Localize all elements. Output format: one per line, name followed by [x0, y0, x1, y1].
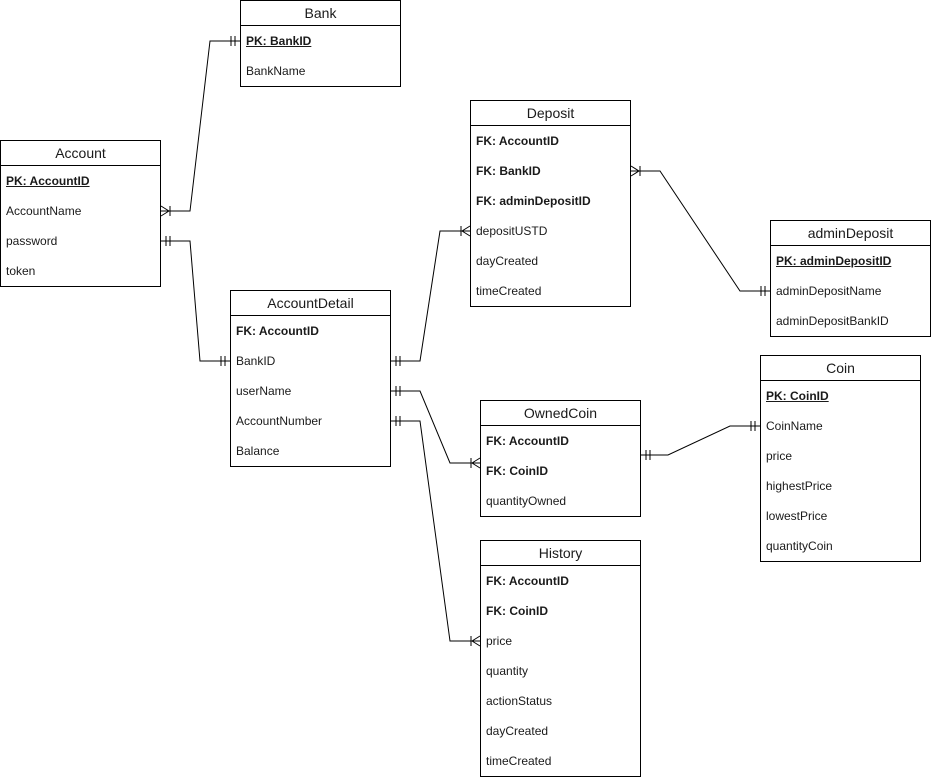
- field-price: price: [486, 634, 513, 648]
- field-list: FK: AccountID FK: CoinID quantityOwned: [481, 426, 640, 516]
- entity-history[interactable]: History FK: AccountID FK: CoinID price quan…: [480, 540, 641, 777]
- field-list: PK: adminDepositID adminDepositName adminD…: [771, 246, 930, 336]
- accountdetail-deposit-to-end-crow1: [461, 225, 471, 232]
- entity-title: AccountDetail: [231, 291, 390, 316]
- entity-title: Account: [1, 141, 160, 166]
- connector-accountdetail-history: [391, 420, 480, 642]
- accountdetail-ownedcoin-to-end-crow1: [471, 457, 481, 464]
- field-quantitycoin: quantityCoin: [766, 539, 833, 553]
- field-actionstatus: actionStatus: [486, 694, 553, 708]
- field-coinname: CoinName: [766, 419, 823, 433]
- entity-title: Coin: [761, 356, 920, 381]
- field-timecreated: timeCreated: [486, 754, 552, 768]
- field-admindepositid: FK: adminDepositID: [476, 194, 591, 208]
- entity-title: Deposit: [471, 101, 630, 126]
- field-timecreated: timeCreated: [476, 284, 542, 298]
- field-coinid: FK: CoinID: [486, 464, 548, 478]
- field-accountid: FK: AccountID: [486, 434, 569, 448]
- connector-account-bank: [161, 40, 240, 212]
- entity-owned-coin[interactable]: OwnedCoin FK: AccountID FK: CoinID quantit…: [480, 400, 641, 517]
- deposit-admindeposit-from-end-crow2: [630, 170, 640, 177]
- account-bank-from-end-crow1: [160, 205, 170, 212]
- entity-account[interactable]: Account PK: AccountID AccountName password…: [0, 140, 161, 287]
- field-depositustd: depositUSTD: [476, 224, 548, 238]
- accountdetail-ownedcoin-to-end-crow2: [471, 462, 481, 469]
- accountdetail-history-to-end-crow2: [471, 640, 481, 647]
- field-bankid: FK: BankID: [476, 164, 541, 178]
- deposit-admindeposit-from-end-crow1: [630, 165, 640, 172]
- entity-title: OwnedCoin: [481, 401, 640, 426]
- field-admindepositname: adminDepositName: [776, 284, 882, 298]
- field-list: PK: AccountID AccountName password token: [1, 166, 160, 286]
- field-accountnumber: AccountNumber: [236, 414, 323, 428]
- entity-account-detail[interactable]: AccountDetail FK: AccountID BankID userNam…: [230, 290, 391, 467]
- entity-title: Bank: [241, 1, 400, 26]
- entity-title: adminDeposit: [771, 221, 930, 246]
- accountdetail-history-to-end-crow1: [471, 635, 481, 642]
- field-admindepositbankid: adminDepositBankID: [776, 314, 889, 328]
- entity-coin[interactable]: Coin PK: CoinID CoinName price highestPrice…: [760, 355, 921, 562]
- field-bankname: BankName: [246, 64, 306, 78]
- connector-accountdetail-deposit: [391, 230, 470, 362]
- field-list: PK: CoinID CoinName price highestPrice lowes…: [761, 381, 920, 561]
- field-daycreated: dayCreated: [486, 724, 549, 738]
- field-coinid: PK: CoinID: [766, 389, 829, 403]
- field-highestprice: highestPrice: [766, 479, 833, 493]
- field-lowestprice: lowestPrice: [766, 509, 828, 523]
- field-daycreated: dayCreated: [476, 254, 539, 268]
- field-token: token: [6, 264, 36, 278]
- entity-bank[interactable]: Bank PK: BankID BankName: [240, 0, 401, 87]
- field-accountname: AccountName: [6, 204, 82, 218]
- field-bankid: BankID: [236, 354, 276, 368]
- field-quantityowned: quantityOwned: [486, 494, 567, 508]
- field-accountid: PK: AccountID: [6, 174, 90, 188]
- field-coinid: FK: CoinID: [486, 604, 548, 618]
- field-accountid: FK: AccountID: [486, 574, 569, 588]
- field-list: FK: AccountID FK: BankID FK: adminDepositI…: [471, 126, 630, 306]
- field-price: price: [766, 449, 793, 463]
- connector-deposit-admindeposit: [631, 170, 770, 292]
- account-bank-from-end-crow2: [160, 210, 170, 217]
- field-accountid: FK: AccountID: [476, 134, 559, 148]
- field-username: userName: [236, 384, 292, 398]
- field-accountid: FK: AccountID: [236, 324, 319, 338]
- accountdetail-deposit-to-end-crow2: [461, 230, 471, 237]
- field-admindepositid: PK: adminDepositID: [776, 254, 892, 268]
- entity-title: History: [481, 541, 640, 566]
- field-bankid: PK: BankID: [246, 34, 312, 48]
- entity-deposit[interactable]: Deposit FK: AccountID FK: BankID FK: admin…: [470, 100, 631, 307]
- field-quantity: quantity: [486, 664, 529, 678]
- connector-accountdetail-ownedcoin: [391, 390, 480, 464]
- connector-ownedcoin-coin: [641, 425, 760, 456]
- entity-admin-deposit[interactable]: adminDeposit PK: adminDepositID adminDepo…: [770, 220, 931, 337]
- connector-account-accountdetail: [161, 240, 230, 362]
- field-list: PK: BankID BankName: [241, 26, 400, 86]
- field-list: FK: AccountID FK: CoinID price quantity acti…: [481, 566, 640, 776]
- field-balance: Balance: [236, 444, 280, 458]
- field-password: password: [6, 234, 58, 248]
